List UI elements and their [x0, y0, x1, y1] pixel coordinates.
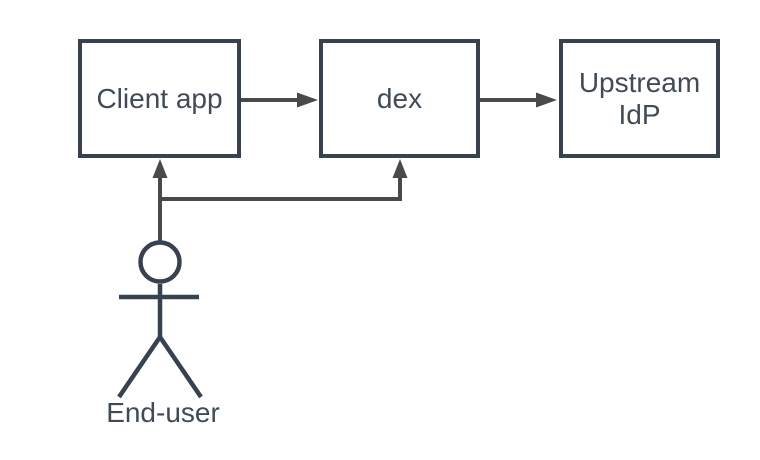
node-dex: dex: [319, 39, 480, 158]
node-dex-label: dex: [376, 82, 423, 114]
stick-figure-head: [138, 240, 182, 284]
node-client-app-label: Client app: [96, 82, 223, 114]
end-user-label: End-user: [106, 397, 220, 428]
arrowhead-dex-to-idp: [536, 92, 557, 108]
edge-user-to-dex: [160, 177, 402, 201]
arrowhead-user-to-dex: [392, 159, 408, 178]
end-user-figure: [117, 240, 203, 399]
stick-figure-left-leg: [117, 335, 162, 399]
node-client-app: Client app: [78, 39, 241, 158]
arrowhead-user-to-client: [152, 159, 168, 178]
node-upstream-idp: Upstream IdP: [559, 39, 720, 158]
node-upstream-idp-label: Upstream IdP: [578, 66, 701, 130]
stick-figure-right-leg: [158, 335, 203, 399]
arrowhead-client-to-dex: [297, 92, 318, 108]
